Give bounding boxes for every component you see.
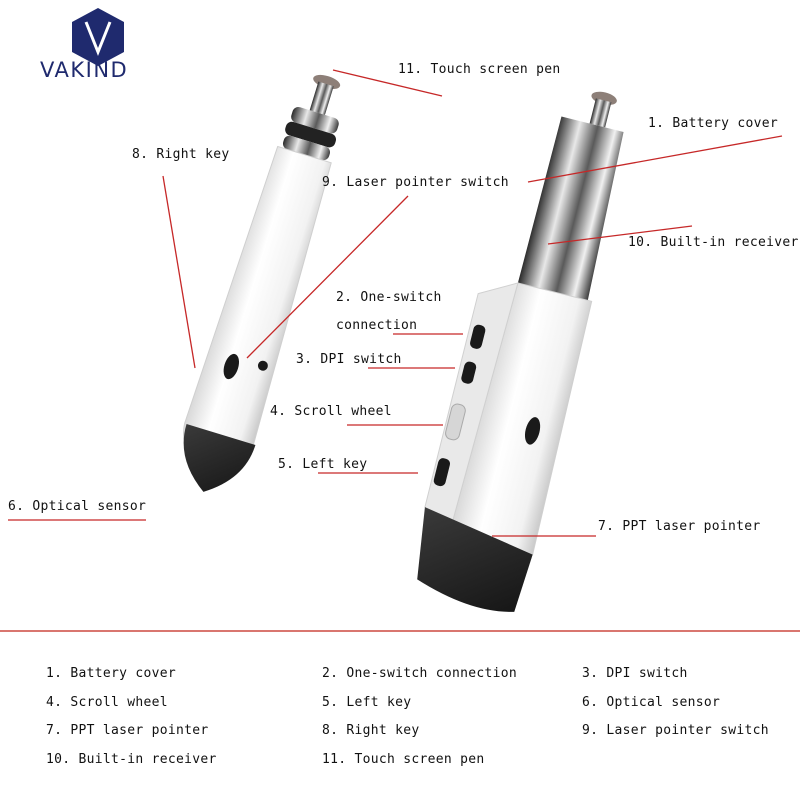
section-divider <box>0 630 800 632</box>
legend-item: 2. One-switch connection <box>322 666 518 681</box>
hexagon-v-logo <box>72 8 124 66</box>
pen-left <box>183 74 341 492</box>
legend-item: 11. Touch screen pen <box>322 752 485 767</box>
legend-item: 7. PPT laser pointer <box>46 723 209 738</box>
legend-item: 3. DPI switch <box>582 666 688 681</box>
callout-builtin-receiver: 10. Built-in receiver <box>628 235 799 250</box>
legend-item: 10. Built-in receiver <box>46 752 217 767</box>
callout-left-key: 5. Left key <box>278 457 368 472</box>
optical-sensor-tip <box>183 423 256 492</box>
pen-right <box>417 91 624 612</box>
callout-touch-screen-pen: 11. Touch screen pen <box>398 62 561 77</box>
dpi-switch-button <box>461 361 477 384</box>
legend-item: 8. Right key <box>322 723 420 738</box>
legend-item: 5. Left key <box>322 695 412 710</box>
pen-left-body <box>183 145 332 468</box>
left-key-button <box>433 458 451 487</box>
callout-lines <box>8 69 783 537</box>
callout-one-switch-line1: 2. One-switch <box>336 290 442 305</box>
legend-item: 9. Laser pointer switch <box>582 723 769 738</box>
one-switch-button <box>470 324 486 349</box>
brand-logo-text: VAKIND <box>40 58 129 82</box>
legend-item: 1. Battery cover <box>46 666 177 681</box>
callout-battery-cover: 1. Battery cover <box>648 116 779 131</box>
right-key-button <box>223 353 239 380</box>
legend-item: 6. Optical sensor <box>582 695 721 710</box>
callout-one-switch-line2: connection <box>336 318 418 333</box>
legend-item: 4. Scroll wheel <box>46 695 168 710</box>
callout-dpi-switch: 3. DPI switch <box>296 352 402 367</box>
callout-scroll-wheel: 4. Scroll wheel <box>270 404 392 419</box>
callout-ppt-laser-pointer: 7. PPT laser pointer <box>598 519 761 534</box>
ppt-laser-tip <box>417 507 533 612</box>
laser-switch-button <box>257 360 268 371</box>
scroll-wheel <box>445 403 466 441</box>
callout-right-key: 8. Right key <box>132 147 230 162</box>
callout-optical-sensor: 6. Optical sensor <box>8 499 147 514</box>
front-button <box>524 417 541 445</box>
callout-laser-pointer-switch: 9. Laser pointer switch <box>322 175 509 190</box>
